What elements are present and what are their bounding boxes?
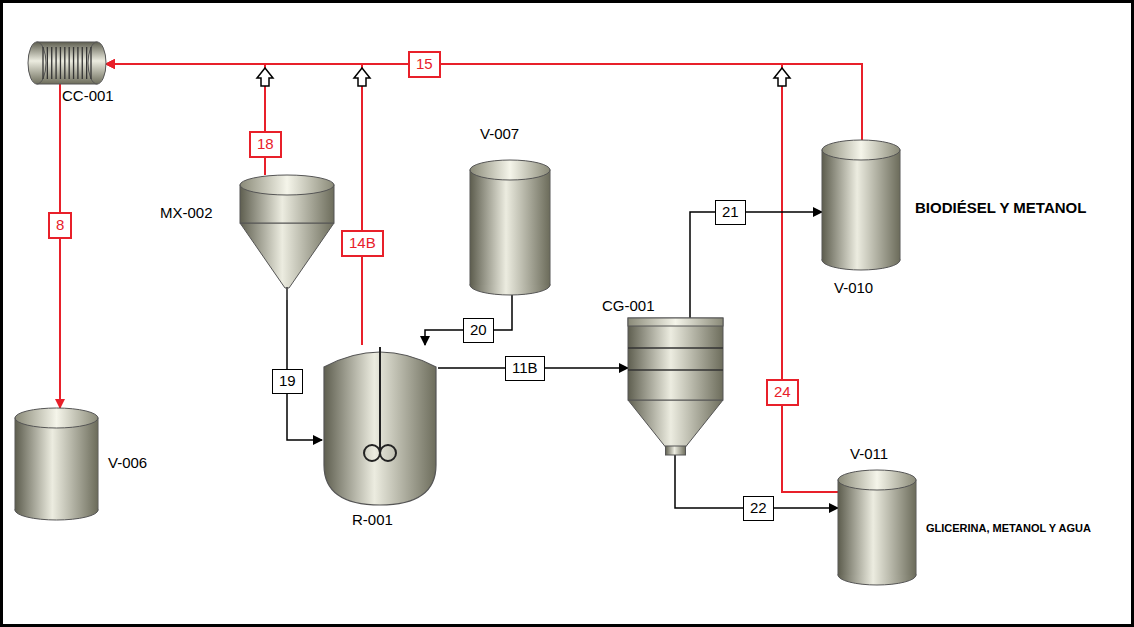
equipment-tag: V-006	[108, 455, 147, 472]
stream-number: 15	[408, 51, 441, 78]
equipment-tag: CG-001	[602, 298, 655, 315]
equipment-icon	[322, 345, 438, 505]
equipment-tag: CC-001	[62, 88, 114, 105]
stream-number: 20	[463, 318, 494, 343]
equipment-tag: V-011	[850, 446, 888, 463]
equipment-node: MX-002	[240, 175, 334, 300]
stream-number: 11B	[505, 356, 545, 381]
stream-number: 21	[715, 200, 746, 225]
stream-number: 14B	[341, 230, 384, 257]
equipment-tag: V-010	[834, 280, 873, 297]
stream-number: 24	[766, 379, 799, 406]
process-stream-line	[690, 212, 822, 318]
equipment-tag: MX-002	[160, 205, 213, 222]
equipment-icon	[822, 140, 900, 270]
stream-number: 19	[272, 369, 303, 394]
equipment-icon	[470, 160, 550, 295]
hollow-arrow	[257, 68, 790, 86]
stream-number: 18	[249, 131, 282, 158]
equipment-tag: R-001	[352, 512, 393, 529]
equipment-node: CG-001	[628, 318, 723, 455]
stream-number: 8	[48, 212, 72, 239]
equipment-node: V-007	[470, 160, 550, 295]
contents-label: GLICERINA, METANOL Y AGUA	[926, 522, 1091, 534]
equipment-node: V-010BIODIÉSEL Y METANOL	[822, 140, 900, 270]
vapour-stream-line	[106, 64, 362, 345]
vapour-stream-line	[106, 64, 265, 175]
equipment-tag: V-007	[480, 126, 519, 143]
vapour-stream-line	[106, 64, 838, 492]
process-stream-line	[425, 295, 512, 345]
equipment-node: V-006	[15, 408, 98, 520]
equipment-node: R-001	[322, 345, 438, 505]
equipment-node: V-011GLICERINA, METANOL Y AGUA	[838, 470, 916, 585]
equipment-icon	[15, 408, 98, 520]
equipment-node: CC-001	[28, 42, 106, 84]
stream-number: 22	[743, 496, 774, 521]
equipment-icon	[838, 470, 916, 585]
vapour-stream-line	[59, 84, 61, 408]
equipment-icon	[628, 318, 723, 455]
equipment-icon	[240, 175, 334, 300]
equipment-icon	[28, 42, 106, 84]
contents-label: BIODIÉSEL Y METANOL	[915, 200, 1086, 217]
